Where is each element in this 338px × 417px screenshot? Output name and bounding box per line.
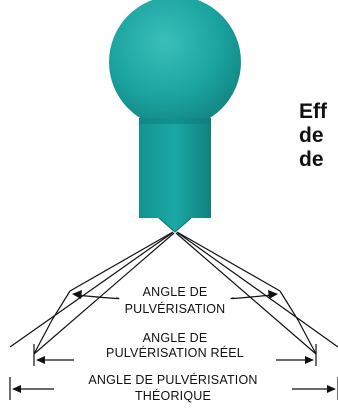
spray-line-right-a bbox=[176, 231, 281, 292]
spray-line-left-real bbox=[33, 232, 175, 355]
nozzle-neck-shadow bbox=[139, 118, 211, 124]
spray-line-right-theoretical bbox=[177, 232, 338, 348]
side-heading-line3: de bbox=[299, 148, 324, 171]
spray-angle-arc bbox=[72, 290, 278, 300]
theoretical-arrow-left bbox=[12, 385, 21, 393]
theoretical-angle-dimension bbox=[9, 377, 338, 400]
spray-angle-label-line2: PULVÉRISATION bbox=[125, 301, 226, 316]
spray-arrow-left bbox=[72, 290, 82, 299]
side-heading-line2: de bbox=[299, 124, 324, 147]
spray-curve-left bbox=[33, 290, 71, 355]
spray-line-left-a bbox=[69, 231, 174, 292]
theoretical-angle-label-line1: ANGLE DE PULVÉRISATION bbox=[88, 372, 257, 387]
real-angle-label-line2: PULVÉRISATION RÉEL bbox=[106, 345, 244, 360]
theoretical-arrow-right bbox=[327, 385, 336, 393]
nozzle-neck bbox=[139, 118, 211, 174]
real-arrow-left bbox=[36, 356, 45, 364]
spray-arc-right bbox=[230, 294, 273, 300]
nozzle-ball bbox=[109, 0, 241, 128]
spray-lines bbox=[9, 231, 338, 355]
spray-angle-label-line1: ANGLE DE bbox=[143, 285, 208, 299]
spray-arc-left bbox=[74, 294, 120, 300]
theoretical-angle-label-line2: THÉORIQUE bbox=[135, 388, 211, 403]
side-heading-line1: Eff bbox=[299, 100, 327, 123]
spray-line-right-real bbox=[175, 232, 317, 355]
spray-line-left-theoretical bbox=[9, 232, 173, 348]
real-angle-dimension bbox=[33, 344, 317, 366]
real-angle-label-line1: ANGLE DE bbox=[143, 331, 208, 345]
real-arrow-right bbox=[305, 356, 314, 364]
nozzle-tip-edge bbox=[158, 217, 192, 233]
spray-arrow-right bbox=[268, 290, 278, 299]
nozzle-tip bbox=[139, 174, 211, 232]
nozzle bbox=[109, 0, 241, 233]
spray-curve-right bbox=[279, 290, 317, 355]
